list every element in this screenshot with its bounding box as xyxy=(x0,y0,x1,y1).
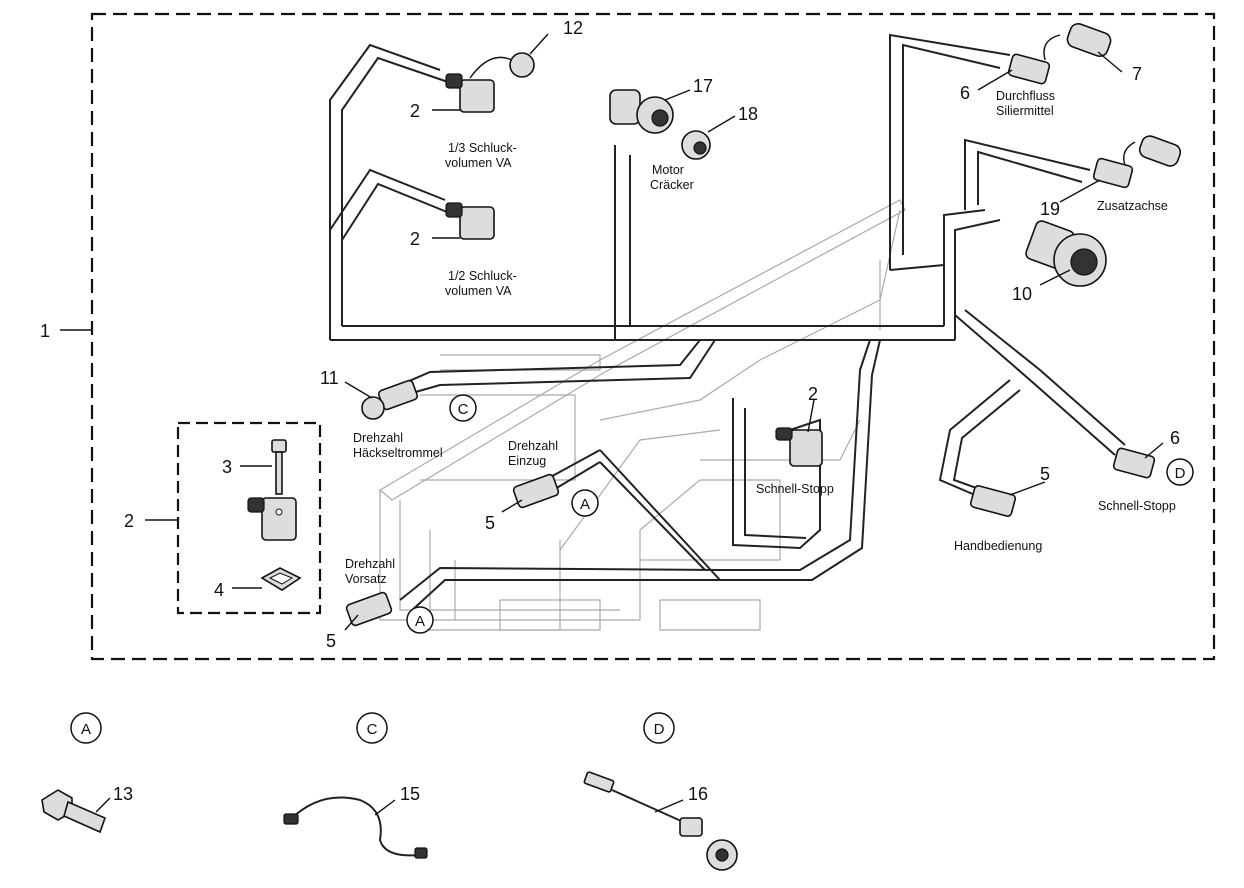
connector-zusatzachse-19 xyxy=(1092,157,1134,189)
screw-3 xyxy=(271,439,287,495)
label-drehzahl-vorsatz-line1: Drehzahl xyxy=(345,557,395,571)
callout-6-a: 6 xyxy=(960,83,970,103)
seal-4 xyxy=(260,567,302,591)
marker-D-detail: D xyxy=(643,712,675,744)
callout-5-a: 5 xyxy=(485,513,495,533)
round-connector-10 xyxy=(1025,220,1107,287)
marker-C-detail: C xyxy=(356,712,388,744)
valve-subassembly-boundary xyxy=(176,421,322,615)
label-drehzahl-vorsatz-line2: Vorsatz xyxy=(345,572,387,586)
cable-15 xyxy=(283,796,428,859)
sensor-11 xyxy=(361,379,419,420)
label-motor-line1: Motor xyxy=(652,163,684,177)
label-durchfluss-line2: Siliermittel xyxy=(996,104,1054,118)
label-drehzahl-haeckselt-line1: Drehzahl xyxy=(353,431,403,445)
svg-text:C: C xyxy=(458,401,469,418)
connector-vorsatz-5 xyxy=(345,591,393,627)
solenoid-valve-connector-13 xyxy=(445,73,495,113)
callout-15: 15 xyxy=(400,784,420,804)
label-schnell-stopp-mid: Schnell-Stopp xyxy=(756,482,834,496)
callout-17: 17 xyxy=(693,76,713,96)
marker-A-detail: A xyxy=(70,712,102,744)
svg-text:C: C xyxy=(367,721,378,738)
cable-16 xyxy=(583,771,738,871)
connector-handbedienung-5 xyxy=(969,485,1017,517)
connector-einzug-5 xyxy=(512,473,560,509)
callout-7: 7 xyxy=(1132,64,1142,84)
connector-schnell-stopp-6 xyxy=(1112,447,1156,479)
callout-6-b: 6 xyxy=(1170,428,1180,448)
label-schluck-1-2-line2: volumen VA xyxy=(445,284,512,298)
leader-lines xyxy=(60,33,1164,816)
callout-19: 19 xyxy=(1040,199,1060,219)
label-drehzahl-haeckselt-line2: Häckseltrommel xyxy=(353,446,443,460)
callout-11: 11 xyxy=(320,368,339,388)
svg-text:D: D xyxy=(1175,465,1186,482)
marker-A-main: A xyxy=(571,489,599,517)
cap-18 xyxy=(681,130,711,160)
label-drehzahl-einzug-line1: Drehzahl xyxy=(508,439,558,453)
bolt-13 xyxy=(41,789,107,834)
callout-2-c: 2 xyxy=(808,384,818,404)
label-zusatzachse: Zusatzachse xyxy=(1097,199,1168,213)
callout-5-c: 5 xyxy=(1040,464,1050,484)
callout-2-box: 2 xyxy=(124,511,134,531)
label-handbedienung: Handbedienung xyxy=(954,539,1042,553)
marker-A-lower: A xyxy=(406,606,434,634)
callout-4: 4 xyxy=(214,580,224,600)
callout-13: 13 xyxy=(113,784,133,804)
connector-zusatzachse-mate xyxy=(1123,135,1182,167)
callout-2-b: 2 xyxy=(410,229,420,249)
main-harness xyxy=(329,33,1126,613)
callout-10: 10 xyxy=(1012,284,1032,304)
callout-2-a: 2 xyxy=(410,101,420,121)
callout-12: 12 xyxy=(563,18,583,38)
solenoid-schnell-stopp xyxy=(775,427,823,467)
label-durchfluss-line1: Durchfluss xyxy=(996,89,1055,103)
svg-text:A: A xyxy=(580,496,590,513)
angle-connector-17 xyxy=(609,89,674,134)
valve-plug-2 xyxy=(247,497,297,541)
callout-5-b: 5 xyxy=(326,631,336,651)
label-schluck-1-3-line1: 1/3 Schluck- xyxy=(448,141,517,155)
marker-C-main: C xyxy=(449,394,477,422)
svg-text:A: A xyxy=(81,721,91,738)
callout-18: 18 xyxy=(738,104,758,124)
connector-7 xyxy=(1043,22,1112,61)
callout-3: 3 xyxy=(222,457,232,477)
svg-text:A: A xyxy=(415,613,425,630)
plug-12 xyxy=(469,52,535,79)
callout-16: 16 xyxy=(688,784,708,804)
label-schluck-1-2-line1: 1/2 Schluck- xyxy=(448,269,517,283)
chassis-ghost-outline xyxy=(378,199,906,631)
callout-1: 1 xyxy=(40,321,50,341)
label-schnell-stopp-right: Schnell-Stopp xyxy=(1098,499,1176,513)
svg-text:D: D xyxy=(654,721,665,738)
solenoid-valve-connector-12 xyxy=(445,202,495,240)
label-schluck-1-3-line2: volumen VA xyxy=(445,156,512,170)
label-drehzahl-einzug-line2: Einzug xyxy=(508,454,546,468)
label-motor-line2: Cräcker xyxy=(650,178,694,192)
connector-durchfluss-6 xyxy=(1007,53,1051,85)
marker-D-main: D xyxy=(1166,458,1194,486)
